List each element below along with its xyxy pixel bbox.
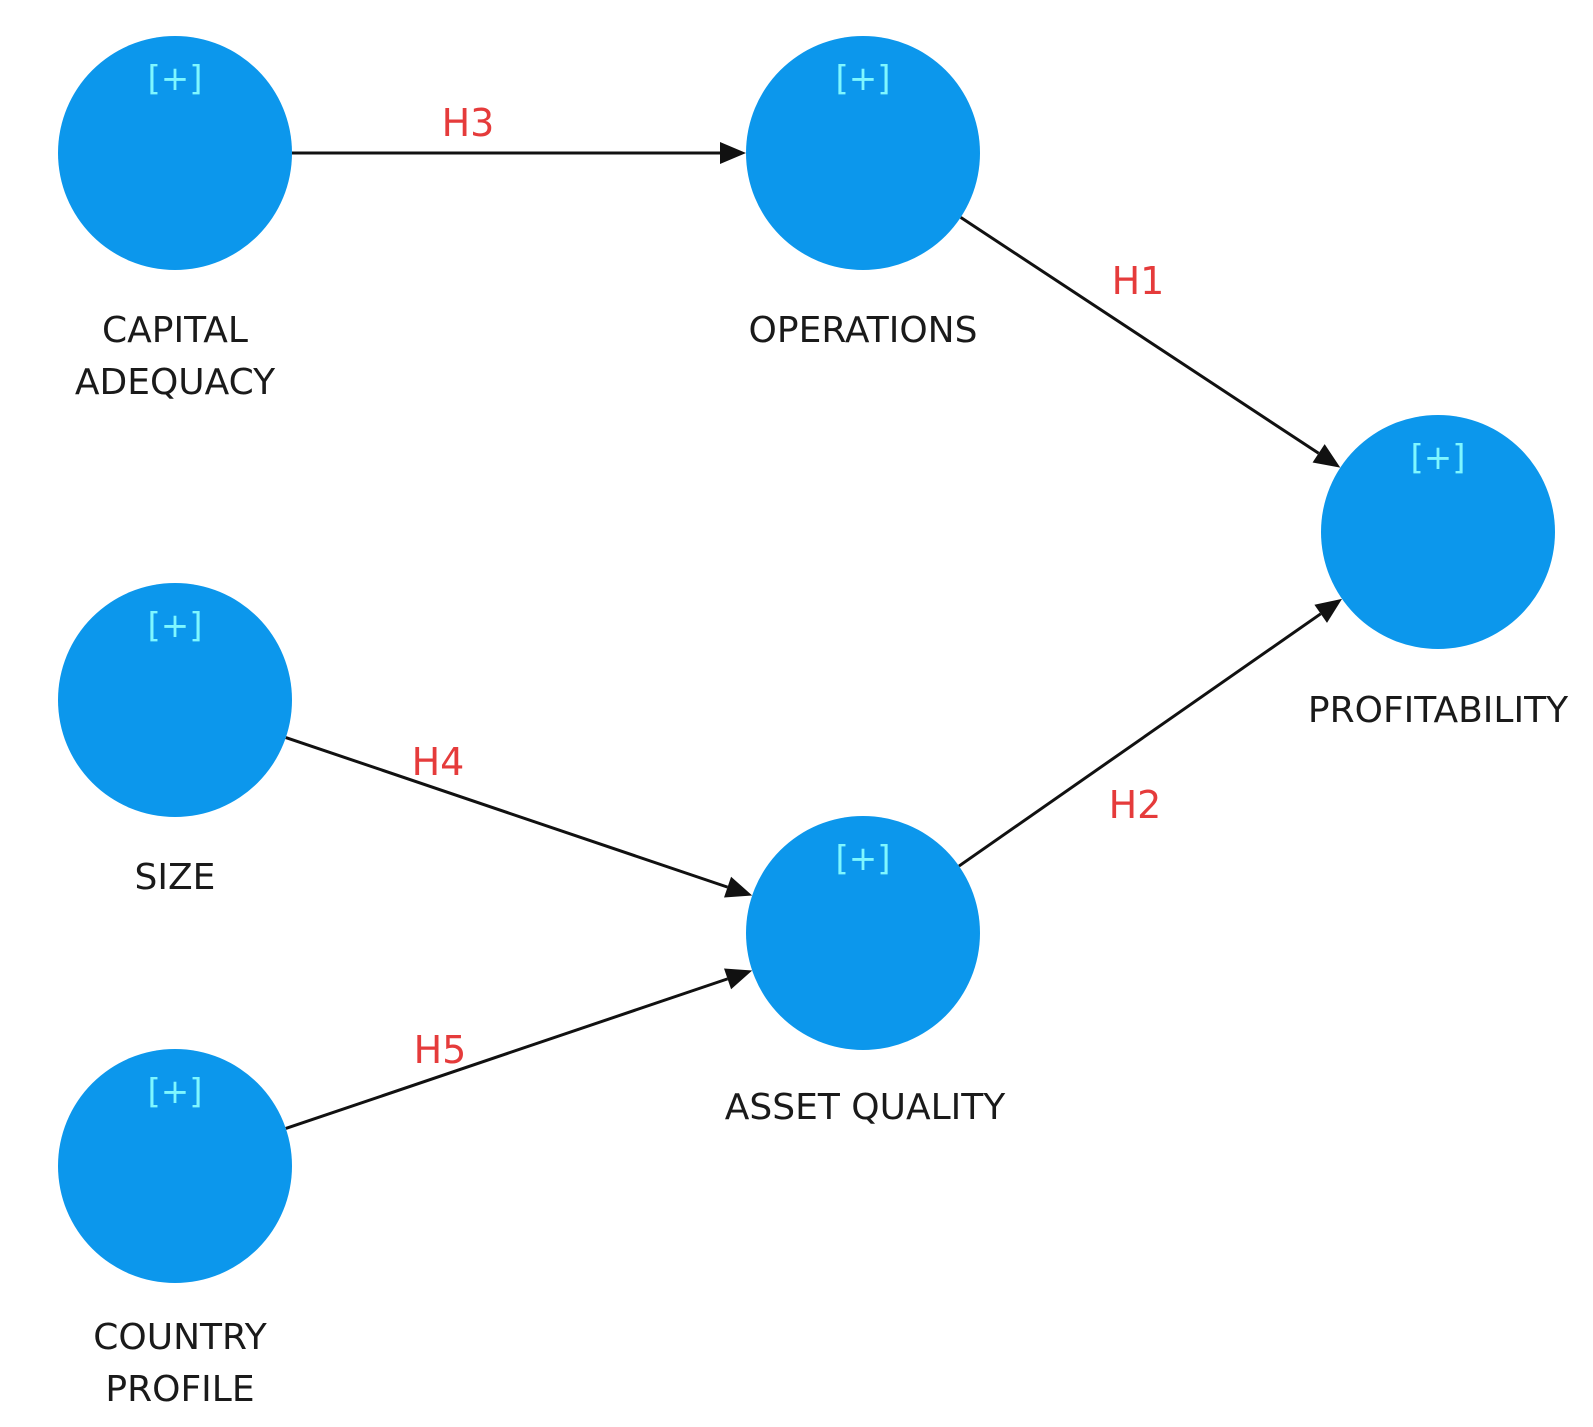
node-country-profile[interactable]: [+] COUNTRY PROFILE: [58, 1049, 292, 1410]
node-operations[interactable]: [+] OPERATIONS: [746, 36, 980, 351]
latent-variable-circle[interactable]: [58, 36, 292, 270]
latent-variable-circle[interactable]: [1321, 415, 1555, 649]
arrowhead-icon: [724, 876, 753, 898]
node-label: PROFITABILITY: [1308, 690, 1569, 731]
arrowhead-icon: [724, 968, 753, 990]
node-label: COUNTRY: [93, 1317, 267, 1358]
node-label: ADEQUACY: [75, 362, 276, 403]
node-label: CAPITAL: [102, 310, 248, 351]
edge-h4: H4: [285, 736, 753, 898]
arrowhead-icon: [1312, 444, 1341, 468]
node-profitability[interactable]: [+] PROFITABILITY: [1308, 415, 1569, 731]
edge-h5: H5: [285, 968, 753, 1130]
edge-line: [285, 736, 729, 889]
expand-icon[interactable]: [+]: [835, 839, 890, 879]
node-label: SIZE: [135, 857, 216, 898]
expand-icon[interactable]: [+]: [1410, 438, 1465, 478]
edge-line: [285, 977, 729, 1130]
edge-h2: H2: [958, 598, 1343, 868]
node-capital-adequacy[interactable]: [+] CAPITAL ADEQUACY: [58, 36, 292, 403]
edge-h3: H3: [292, 101, 746, 164]
latent-variable-circle[interactable]: [746, 36, 980, 270]
arrowhead-icon: [1314, 598, 1343, 623]
edge-label: H1: [1112, 259, 1165, 303]
node-label: ASSET QUALITY: [725, 1087, 1006, 1128]
node-asset-quality[interactable]: [+] ASSET QUALITY: [725, 816, 1006, 1128]
edge-label: H2: [1109, 783, 1162, 827]
latent-variable-circle[interactable]: [746, 816, 980, 1050]
node-label: PROFILE: [105, 1369, 254, 1410]
latent-variable-circle[interactable]: [58, 583, 292, 817]
expand-icon[interactable]: [+]: [147, 606, 202, 646]
edge-line: [959, 216, 1320, 455]
expand-icon[interactable]: [+]: [147, 1072, 202, 1112]
edge-label: H5: [414, 1028, 467, 1072]
nodes-layer: [+] CAPITAL ADEQUACY [+] OPERATIONS [+] PROFIT…: [58, 36, 1569, 1410]
node-label: OPERATIONS: [749, 310, 978, 351]
edge-label: H4: [412, 740, 465, 784]
latent-variable-circle[interactable]: [58, 1049, 292, 1283]
expand-icon[interactable]: [+]: [835, 59, 890, 99]
edge-line: [958, 612, 1322, 868]
edge-label: H3: [442, 101, 495, 145]
arrowhead-icon: [720, 142, 746, 164]
expand-icon[interactable]: [+]: [147, 59, 202, 99]
node-size[interactable]: [+] SIZE: [58, 583, 292, 898]
edge-h1: H1: [959, 216, 1341, 468]
